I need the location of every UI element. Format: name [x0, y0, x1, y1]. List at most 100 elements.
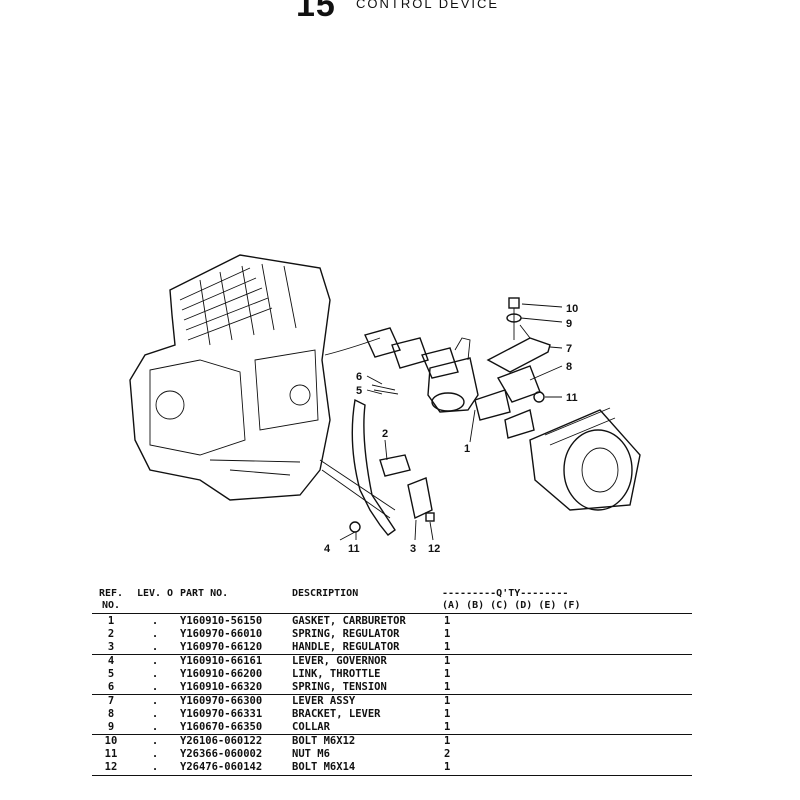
lev-cell: . — [151, 668, 159, 680]
header-lev: LEV. O — [136, 588, 174, 599]
part-no-cell: Y160970-66300 — [180, 695, 263, 707]
carburetor-assembly-drawing — [364, 327, 479, 413]
part-no-cell: Y160970-66331 — [180, 708, 263, 720]
ref-cell: 9 — [107, 721, 115, 733]
lev-cell: . — [151, 615, 159, 627]
part-no-cell: Y160670-66350 — [180, 721, 263, 733]
header-qty: ---------Q'TY-------- — [442, 588, 569, 599]
callout-9: 9 — [566, 318, 572, 330]
lev-cell: . — [151, 735, 159, 747]
header-ref: REF. — [98, 588, 124, 599]
part-no-cell: Y160910-66200 — [180, 668, 263, 680]
qty-a-cell: 1 — [444, 628, 451, 640]
callout-10: 10 — [566, 303, 578, 315]
qty-a-cell: 2 — [444, 748, 451, 760]
part-no-cell: Y160910-66161 — [180, 655, 263, 667]
ref-cell: 11 — [104, 748, 118, 760]
callout-11-upper: 11 — [566, 392, 578, 404]
description-cell: BOLT M6X12 — [292, 735, 356, 747]
part-no-cell: Y160970-66120 — [180, 641, 263, 653]
governor-lever-drawing — [349, 384, 435, 536]
qty-a-cell: 1 — [444, 655, 451, 667]
lev-cell: . — [151, 681, 159, 693]
qty-a-cell: 1 — [444, 668, 451, 680]
table-rule — [92, 613, 692, 614]
callout-12: 12 — [428, 543, 440, 555]
description-cell: LEVER, GOVERNOR — [292, 655, 387, 667]
callout-2: 2 — [382, 428, 388, 440]
callout-11-lower: 11 — [348, 543, 360, 555]
ref-cell: 5 — [107, 668, 115, 680]
table-row: 1. Y160910-56150 GASKET, CARBURETOR 1 — [92, 615, 692, 628]
section-title: CONTROL DEVICE — [356, 0, 500, 11]
callout-leaders — [339, 303, 563, 541]
table-header-row: REF. LEV. O PART NO. DESCRIPTION -------… — [92, 588, 692, 600]
ref-cell: 2 — [107, 628, 115, 640]
description-cell: COLLAR — [292, 721, 330, 733]
qty-a-cell: 1 — [444, 681, 451, 693]
header-ref-no: NO. — [101, 600, 121, 611]
engine-block-drawing — [129, 254, 396, 519]
lev-cell: . — [151, 748, 159, 760]
table-end-rule — [92, 775, 692, 776]
description-cell: SPRING, REGULATOR — [292, 628, 400, 640]
part-no-cell: Y160910-66320 — [180, 681, 263, 693]
part-no-cell: Y26476-060142 — [180, 761, 263, 773]
ref-cell: 10 — [104, 735, 118, 747]
ref-cell: 3 — [107, 641, 115, 653]
qty-a-cell: 1 — [444, 641, 451, 653]
header-qty-columns: (A) (B) (C) (D) (E) (F) — [442, 600, 581, 611]
callout-8: 8 — [566, 361, 572, 373]
qty-a-cell: 1 — [444, 708, 451, 720]
header-description: DESCRIPTION — [292, 588, 359, 599]
ref-cell: 8 — [107, 708, 115, 720]
lev-cell: . — [151, 628, 159, 640]
table-row: 5. Y160910-66200 LINK, THROTTLE 1 — [92, 668, 692, 681]
ref-cell: 6 — [107, 681, 115, 693]
qty-a-cell: 1 — [444, 695, 451, 707]
table-row: 4. Y160910-66161 LEVER, GOVERNOR 1 — [92, 654, 692, 668]
table-row: 7. Y160970-66300 LEVER ASSY 1 — [92, 694, 692, 708]
lever-bracket-drawing — [486, 297, 551, 403]
exploded-parts-diagram: 10 9 7 8 11 1 2 6 5 4 11 3 12 — [129, 254, 641, 555]
description-cell: NUT M6 — [292, 748, 330, 760]
table-row: 2. Y160970-66010 SPRING, REGULATOR 1 — [92, 628, 692, 641]
parts-list-table: REF. LEV. O PART NO. DESCRIPTION -------… — [92, 588, 692, 777]
callout-5: 5 — [356, 385, 362, 397]
table-row: 3. Y160970-66120 HANDLE, REGULATOR 1 — [92, 641, 692, 654]
ref-cell: 4 — [107, 655, 115, 667]
lev-cell: . — [151, 655, 159, 667]
callout-6: 6 — [356, 371, 362, 383]
table-header-row-2: NO. (A) (B) (C) (D) (E) (F) — [92, 600, 692, 612]
table-row: 11. Y26366-060002 NUT M6 2 — [92, 748, 692, 761]
part-no-cell: Y26106-060122 — [180, 735, 263, 747]
air-cleaner-drawing — [474, 389, 641, 511]
description-cell: LEVER ASSY — [292, 695, 356, 707]
lev-cell: . — [151, 721, 159, 733]
qty-a-cell: 1 — [444, 761, 451, 773]
lev-cell: . — [151, 695, 159, 707]
table-row: 10. Y26106-060122 BOLT M6X12 1 — [92, 734, 692, 748]
part-no-cell: Y26366-060002 — [180, 748, 263, 760]
description-cell: BRACKET, LEVER — [292, 708, 381, 720]
qty-a-cell: 1 — [444, 735, 451, 747]
qty-a-cell: 1 — [444, 615, 451, 627]
callout-7: 7 — [566, 343, 572, 355]
lev-cell: . — [151, 708, 159, 720]
ref-cell: 1 — [107, 615, 115, 627]
description-cell: GASKET, CARBURETOR — [292, 615, 406, 627]
description-cell: BOLT M6X14 — [292, 761, 356, 773]
callout-3: 3 — [410, 543, 416, 555]
description-cell: LINK, THROTTLE — [292, 668, 381, 680]
lev-cell: . — [151, 761, 159, 773]
part-no-cell: Y160970-66010 — [180, 628, 263, 640]
header-part-no: PART NO. — [180, 588, 229, 599]
ref-cell: 12 — [104, 761, 118, 773]
ref-cell: 7 — [107, 695, 115, 707]
part-no-cell: Y160910-56150 — [180, 615, 263, 627]
callout-1: 1 — [464, 443, 470, 455]
lev-cell: . — [151, 641, 159, 653]
description-cell: HANDLE, REGULATOR — [292, 641, 400, 653]
table-row: 8. Y160970-66331 BRACKET, LEVER 1 — [92, 708, 692, 721]
